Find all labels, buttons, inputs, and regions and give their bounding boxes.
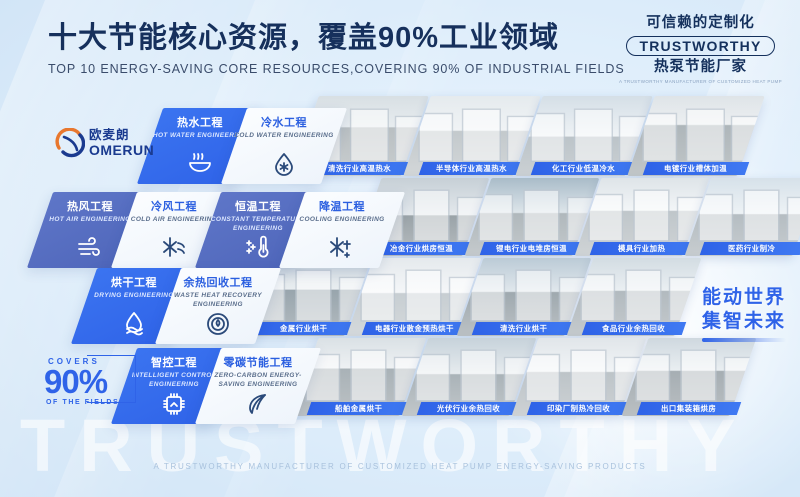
brand-slogan: 能动世界 集智未来 <box>701 286 786 342</box>
card-title-cn: 冷风工程 <box>151 201 197 213</box>
drying-icon <box>121 311 147 337</box>
card-title-en: WASTE HEAT RECOVERY ENGINEERING <box>174 292 262 308</box>
card-title-en: COOLING ENGINEERING <box>299 216 385 224</box>
coverage-covers-label: COVERS <box>48 357 100 366</box>
footer-text: A TRUSTWORTHY MANUFACTURER OF CUSTOMIZED… <box>153 462 647 471</box>
photo-caption-8: 医药行业制冷 <box>699 242 800 255</box>
slogan-underline <box>701 337 786 342</box>
photo-caption-7: 模具行业加热 <box>589 242 695 255</box>
engineering-card-1[interactable]: 热水工程 HOT WATER ENGINEERING <box>136 108 264 184</box>
card-title-cn: 烘干工程 <box>111 277 157 289</box>
photo-caption-6: 锂电行业电堆房恒温 <box>479 242 585 255</box>
page-title-en: TOP 10 ENERGY-SAVING CORE RESOURCES,COVE… <box>48 62 625 77</box>
logo-mark-icon <box>55 127 86 158</box>
photo-caption-text: 电器行业散金预热烘干 <box>374 324 454 333</box>
card-title-cn: 恒温工程 <box>235 201 281 213</box>
snow-wind-icon <box>161 235 187 261</box>
photo-caption-text: 光伏行业余热回收 <box>437 404 501 413</box>
trust-badge-line1: 可信赖的定制化 <box>646 15 755 31</box>
card-title-en: COLD AIR ENGINEERING <box>130 216 218 224</box>
card-title-cn: 零碳节能工程 <box>223 357 293 369</box>
wind-icon <box>77 235 103 261</box>
card-title-cn: 冷水工程 <box>261 117 307 129</box>
card-title-cn: 智控工程 <box>151 357 197 369</box>
slogan-line2: 集智未来 <box>701 311 786 333</box>
coverage-percent: 90% <box>44 363 108 400</box>
engineering-card-8[interactable]: 余热回收工程 WASTE HEAT RECOVERY ENGINEERING <box>154 268 282 344</box>
photo-caption-16: 出口集装箱烘房 <box>636 402 742 415</box>
logo-text-en: OMERUN <box>89 141 155 158</box>
trust-badge-line3: 热泵节能厂家 <box>653 58 747 75</box>
engineering-card-4[interactable]: 冷风工程 COLD AIR ENGINEERING <box>110 192 238 268</box>
photo-caption-3: 化工行业低温冷水 <box>530 162 638 175</box>
page-header: 十大节能核心资源，覆盖90%工业领域 TOP 10 ENERGY-SAVING … <box>48 22 625 76</box>
card-title-en: DRYING ENGINEERING <box>94 292 174 300</box>
card-title-cn: 余热回收工程 <box>183 277 253 289</box>
photo-caption-text: 化工行业低温冷水 <box>552 164 616 173</box>
photo-caption-text: 模具行业加热 <box>618 244 666 253</box>
card-title-en: HOT WATER ENGINEERING <box>152 132 248 140</box>
slogan-line1: 能动世界 <box>701 287 786 308</box>
photo-caption-text: 冶金行业烘房恒温 <box>390 244 454 253</box>
photo-caption-12: 食品行业余热回收 <box>581 322 687 335</box>
photo-caption-text: 电镀行业槽体加温 <box>664 164 728 173</box>
heat-recovery-icon <box>205 311 231 337</box>
photo-caption-text: 食品行业余热回收 <box>602 324 666 333</box>
engineering-card-6[interactable]: 降温工程 COOLING ENGINEERING <box>278 192 406 268</box>
engineering-card-7[interactable]: 烘干工程 DRYING ENGINEERING <box>70 268 198 344</box>
trustworthy-badge: 可信赖的定制化 TRUSTWORTHY 热泵节能厂家 A TRUSTWORTHY… <box>619 14 782 84</box>
photo-caption-text: 船舶金属烘干 <box>335 404 383 413</box>
coverage-badge: COVERS 90% OF THE FIELDS <box>30 352 138 410</box>
photo-caption-text: 印染厂制热冷回收 <box>547 404 611 413</box>
photo-caption-15: 印染厂制热冷回收 <box>526 402 632 415</box>
company-logo: 欧麦朗 OMERUN <box>55 127 155 158</box>
engineering-card-3[interactable]: 热风工程 HOT AIR ENGINEERING <box>26 192 154 268</box>
photo-caption-text: 半导体行业高温热水 <box>436 164 508 173</box>
photo-caption-text: 出口集装箱烘房 <box>661 404 717 413</box>
photo-caption-2: 半导体行业高温热水 <box>418 162 526 175</box>
photo-caption-4: 电镀行业槽体加温 <box>642 162 750 175</box>
hot-water-icon <box>187 151 213 177</box>
snowflake-icon <box>329 235 355 261</box>
thermometer-icon <box>245 235 271 261</box>
page-title-cn: 十大节能核心资源，覆盖90%工业领域 <box>48 22 560 54</box>
photo-caption-10: 电器行业散金预热烘干 <box>361 322 467 335</box>
photo-caption-text: 医药行业制冷 <box>728 244 776 253</box>
photo-caption-11: 清洗行业烘干 <box>471 322 577 335</box>
card-title-cn: 降温工程 <box>319 201 365 213</box>
card-title-cn: 热风工程 <box>67 201 113 213</box>
photo-caption-14: 光伏行业余热回收 <box>416 402 522 415</box>
coverage-fields-label: OF THE FIELDS <box>46 399 120 407</box>
card-title-en: ZERO-CARBON ENERGY-SAVING ENGINEERING <box>214 372 302 388</box>
trust-badge-line4: A TRUSTWORTHY MANUFACTURER OF CUSTOMIZED… <box>618 79 782 85</box>
photo-caption-text: 锂电行业电堆房恒温 <box>496 244 568 253</box>
engineering-card-2[interactable]: 冷水工程 COLD WATER ENGINEERING <box>220 108 348 184</box>
engineering-card-10[interactable]: 零碳节能工程 ZERO-CARBON ENERGY-SAVING ENGINEER… <box>194 348 322 424</box>
cold-water-drop-icon <box>271 151 297 177</box>
photo-caption-text: 清洗行业烘干 <box>500 324 548 333</box>
leaf-icon <box>245 391 271 417</box>
chip-icon <box>161 391 187 417</box>
card-title-en: COLD WATER ENGINEERING <box>234 132 334 140</box>
engineering-card-grid: 热水工程 HOT WATER ENGINEERING 冷水工程 COLD WATER … <box>0 0 406 460</box>
trust-badge-line2: TRUSTWORTHY <box>626 35 775 56</box>
card-title-cn: 热水工程 <box>177 117 223 129</box>
logo-text-cn: 欧麦朗 <box>89 128 130 143</box>
card-title-en: HOT AIR ENGINEERING <box>49 216 131 224</box>
